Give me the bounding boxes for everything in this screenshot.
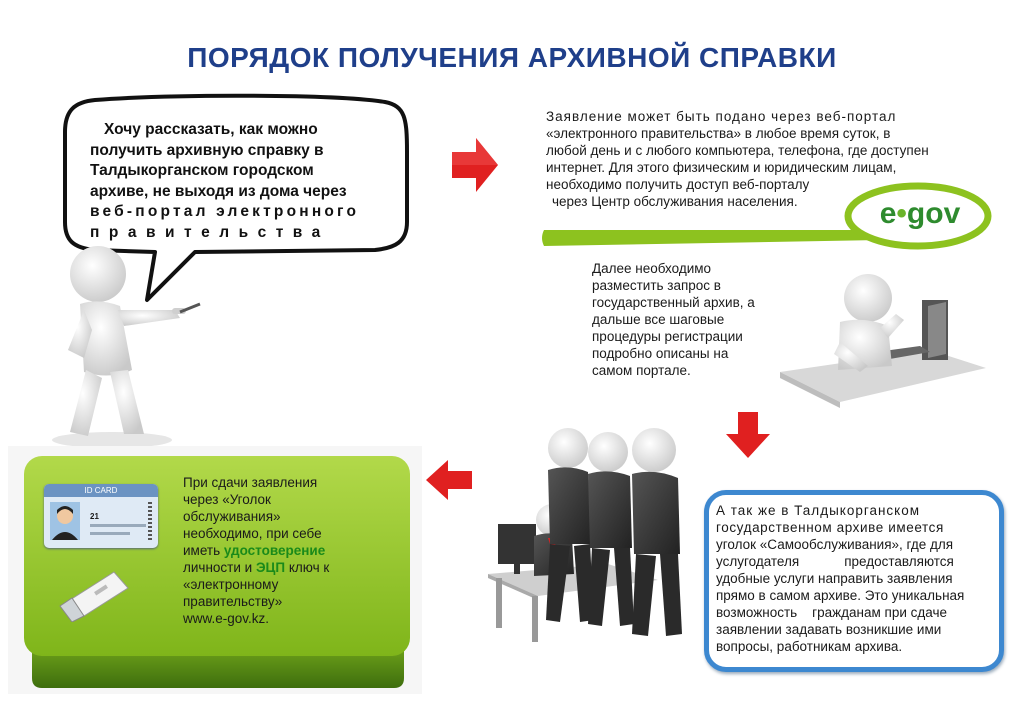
- self-service-line: услугодателя предоставляются: [716, 554, 954, 569]
- id-card-line: [90, 524, 146, 527]
- id-card: ID CARD 21: [44, 484, 158, 548]
- card-line: личности и ЭЦП ключ к: [183, 559, 403, 576]
- self-service-line: заявлении задавать возникшие ими: [716, 622, 942, 637]
- speech-line: правительства: [90, 223, 330, 241]
- card-line: необходимо, при себе: [183, 526, 322, 541]
- register-line: самом портале.: [592, 363, 691, 378]
- card-line: обслуживания»: [183, 509, 281, 524]
- card-panel-text: При сдачи заявления через «Уголок обслуж…: [183, 474, 403, 627]
- card-line: через «Уголок: [183, 492, 271, 507]
- register-line: процедуры регистрации: [592, 329, 743, 344]
- self-service-box: [704, 490, 1004, 672]
- egov-logo-prefix: e: [879, 197, 897, 230]
- arrow-down-icon: [726, 412, 770, 458]
- id-card-barcode: [148, 502, 152, 542]
- register-line: государственный архив, а: [592, 295, 755, 310]
- arrow-right-icon: [452, 138, 498, 192]
- portal-line: Заявление может быть подано через веб-по…: [546, 109, 897, 124]
- portal-text: Заявление может быть подано через веб-по…: [546, 108, 986, 210]
- id-document-highlight: удостоверение: [223, 543, 326, 558]
- usb-key-icon: [59, 571, 129, 622]
- card-line: правительству»: [183, 594, 283, 609]
- presenter-figure-icon: [52, 246, 201, 448]
- speech-line: получить архивную справку в: [90, 141, 324, 159]
- self-service-line: удобные услуги направить заявления: [716, 571, 953, 586]
- page-title: ПОРЯДОК ПОЛУЧЕНИЯ АРХИВНОЙ СПРАВКИ: [187, 42, 837, 73]
- register-text: Далее необходимо разместить запрос в гос…: [592, 260, 782, 379]
- egov-logo-dot: •: [896, 197, 907, 230]
- card-line-suffix: ключ к: [285, 560, 330, 575]
- id-photo-icon: [50, 502, 80, 540]
- self-service-line: уголок «Самообслуживания», где для: [716, 537, 954, 552]
- self-service-line: прямо в самом архиве. Это уникальная: [716, 588, 965, 603]
- egov-logo: e•gov: [868, 197, 972, 231]
- speech-line: Хочу рассказать, как можно: [104, 121, 318, 138]
- egov-banner: [542, 182, 992, 250]
- card-line: При сдачи заявления: [183, 475, 318, 490]
- portal-line: через Центр обслуживания населения.: [552, 194, 798, 209]
- portal-line: «электронного правительства» в любое вре…: [546, 126, 891, 141]
- register-line: дальше все шаговые: [592, 312, 725, 327]
- arrow-left-icon: [426, 460, 472, 500]
- card-line: «электронному: [183, 577, 279, 592]
- computer-user-icon: [780, 274, 986, 408]
- self-service-line: возможность гражданам при сдаче: [716, 605, 948, 620]
- speech-text: Хочу рассказать, как можно получить архи…: [90, 120, 390, 243]
- id-card-line: [90, 532, 130, 535]
- self-service-text: А так же в Талдыкорганском государственн…: [716, 502, 990, 655]
- portal-line: интернет. Для этого физическим и юридиче…: [546, 160, 897, 175]
- card-line: иметь удостоверение: [183, 542, 403, 559]
- portal-line: необходимо получить доступ веб-порталу: [546, 177, 810, 192]
- card-line: www.e-gov.kz.: [183, 611, 270, 626]
- archive-staff-group-icon: [488, 428, 682, 642]
- id-card-number: 21: [90, 512, 99, 521]
- egov-logo-suffix: gov: [906, 197, 961, 230]
- speech-line: веб-портал электронного: [90, 203, 360, 220]
- id-card-label: ID CARD: [44, 484, 158, 497]
- card-line-prefix: иметь: [183, 543, 224, 558]
- self-service-line: вопросы, работникам архива.: [716, 639, 903, 654]
- self-service-line: А так же в Талдыкорганском: [716, 503, 921, 518]
- eds-highlight: ЭЦП: [255, 560, 286, 575]
- register-line: разместить запрос в: [592, 278, 721, 293]
- self-service-line: государственном архиве имеется: [716, 520, 944, 535]
- card-line-prefix: личности и: [183, 560, 256, 575]
- speech-line: Талдыкорганском городском: [90, 162, 314, 179]
- speech-line: архиве, не выходя из дома через: [90, 182, 347, 200]
- speech-bubble: [63, 93, 409, 302]
- portal-line: любой день и с любого компьютера, телефо…: [546, 143, 929, 158]
- register-line: подробно описаны на: [592, 346, 729, 361]
- register-line: Далее необходимо: [592, 261, 712, 276]
